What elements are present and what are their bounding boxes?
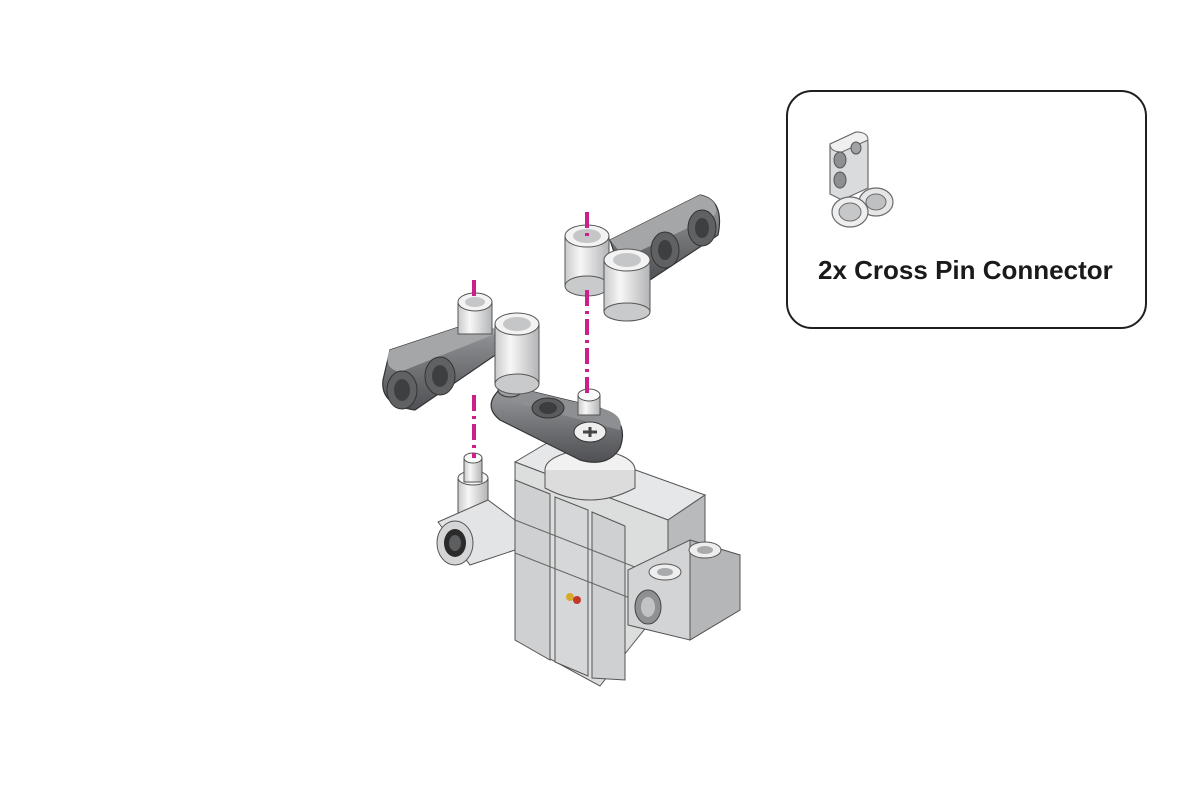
parts-callout: 2x Cross Pin Connector — [786, 90, 1147, 329]
motor-body — [513, 439, 741, 687]
cross-pin-connector-right — [564, 194, 721, 322]
assembly-guide-lines — [472, 212, 589, 458]
part-quantity-label: 2x Cross Pin Connector — [818, 255, 1113, 285]
cross-pin-connector-left — [382, 292, 540, 411]
axle-connector — [436, 452, 516, 566]
cross-pin-connector-icon — [829, 131, 894, 228]
